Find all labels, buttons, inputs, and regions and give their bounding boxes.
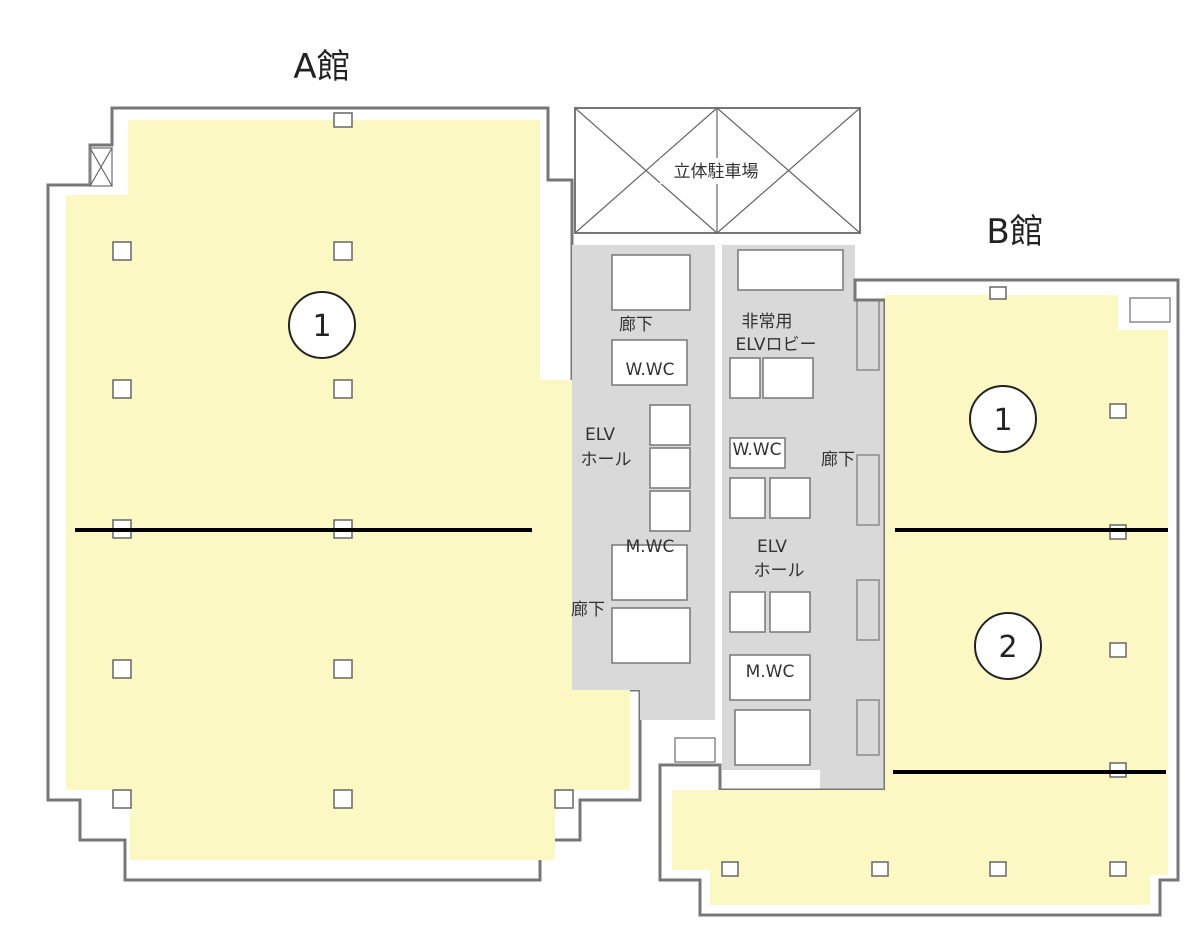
stair-b-top — [737, 249, 844, 291]
column — [1109, 861, 1127, 877]
building-a-shaft-cross-2 — [89, 147, 113, 187]
building-b-zone-2-number: 2 — [998, 630, 1017, 665]
building-a-zone-1-number: 1 — [312, 309, 331, 344]
elv-a-shaft — [649, 490, 691, 532]
column — [112, 241, 132, 261]
elv-b-shaft — [729, 591, 766, 633]
parking-label: 立体駐車場 — [674, 162, 759, 182]
stair-b-bottom — [734, 709, 811, 766]
emergency-label-2: ELVロビー — [736, 335, 817, 355]
core-a: 廊下 W.WC ELV ホール M.WC 廊下 — [571, 245, 715, 720]
column — [1109, 403, 1127, 419]
wwc-a-box — [611, 339, 688, 386]
column — [333, 241, 353, 261]
elv-a-shaft — [649, 404, 691, 446]
building-a: A館 1 — [46, 47, 642, 882]
parking-cross — [716, 107, 861, 234]
wwc-b-box — [729, 437, 786, 469]
mwc-a-box — [611, 544, 688, 601]
wwc-b-label: W.WC — [733, 440, 782, 460]
column — [554, 789, 574, 809]
column — [1109, 642, 1127, 658]
column — [871, 861, 889, 877]
elv-b-shaft — [769, 591, 811, 633]
shaft-b-right — [856, 699, 880, 756]
mwc-b-label: M.WC — [746, 662, 795, 682]
column — [721, 861, 739, 877]
elv-b-shaft — [762, 357, 814, 399]
wwc-a-label: W.WC — [626, 360, 675, 380]
elv-a-shaft — [649, 447, 691, 489]
building-a-tenant-area — [66, 120, 630, 860]
stair-a-top — [611, 254, 691, 311]
shaft-b-right — [856, 579, 880, 641]
building-b-zone-1-number: 1 — [993, 403, 1012, 438]
building-a-label: A館 — [293, 47, 350, 87]
elv-hall-b-label-2: ホール — [754, 561, 805, 581]
elv-hall-a-label-1: ELV — [585, 425, 615, 445]
building-b-shaft-top-right — [1129, 297, 1171, 323]
elv-hall-b-label-1: ELV — [757, 537, 787, 557]
building-a-zone-1-circle — [288, 291, 356, 359]
building-b-zone-2-circle — [974, 612, 1042, 680]
building-b-label: B館 — [986, 212, 1043, 252]
mwc-a-label: M.WC — [626, 537, 675, 557]
building-b-shaft-left — [674, 737, 716, 763]
elv-b-shaft — [729, 477, 766, 519]
building-b: B館 1 2 — [658, 212, 1180, 917]
building-b-tenant-area — [672, 295, 1168, 905]
shaft-b-right — [856, 454, 880, 526]
column — [112, 789, 132, 809]
mwc-b-box — [729, 654, 811, 701]
column — [989, 861, 1007, 877]
building-b-zone-1-circle — [969, 385, 1037, 453]
column — [333, 379, 353, 399]
corridor-a-bottom-label: 廊下 — [571, 600, 605, 620]
building-a-shaft-top-left — [89, 147, 113, 187]
emergency-label-1: 非常用 — [742, 312, 793, 332]
column — [112, 379, 132, 399]
parking-label-bg — [660, 158, 772, 184]
column — [333, 112, 353, 128]
corridor-b-label: 廊下 — [821, 450, 855, 470]
corridor-a-top-label: 廊下 — [619, 315, 653, 335]
core-b: 非常用 ELVロビー W.WC 廊下 ELV ホール M.WC — [722, 245, 885, 790]
elv-hall-a-label-2: ホール — [581, 450, 632, 470]
stair-a-bottom — [611, 607, 691, 664]
elv-b-shaft — [729, 357, 761, 399]
column — [333, 789, 353, 809]
column — [989, 286, 1007, 300]
column — [112, 659, 132, 679]
parking-cross — [574, 107, 718, 234]
parking-area: 立体駐車場 — [574, 107, 861, 234]
elv-b-shaft — [769, 477, 811, 519]
column — [333, 659, 353, 679]
